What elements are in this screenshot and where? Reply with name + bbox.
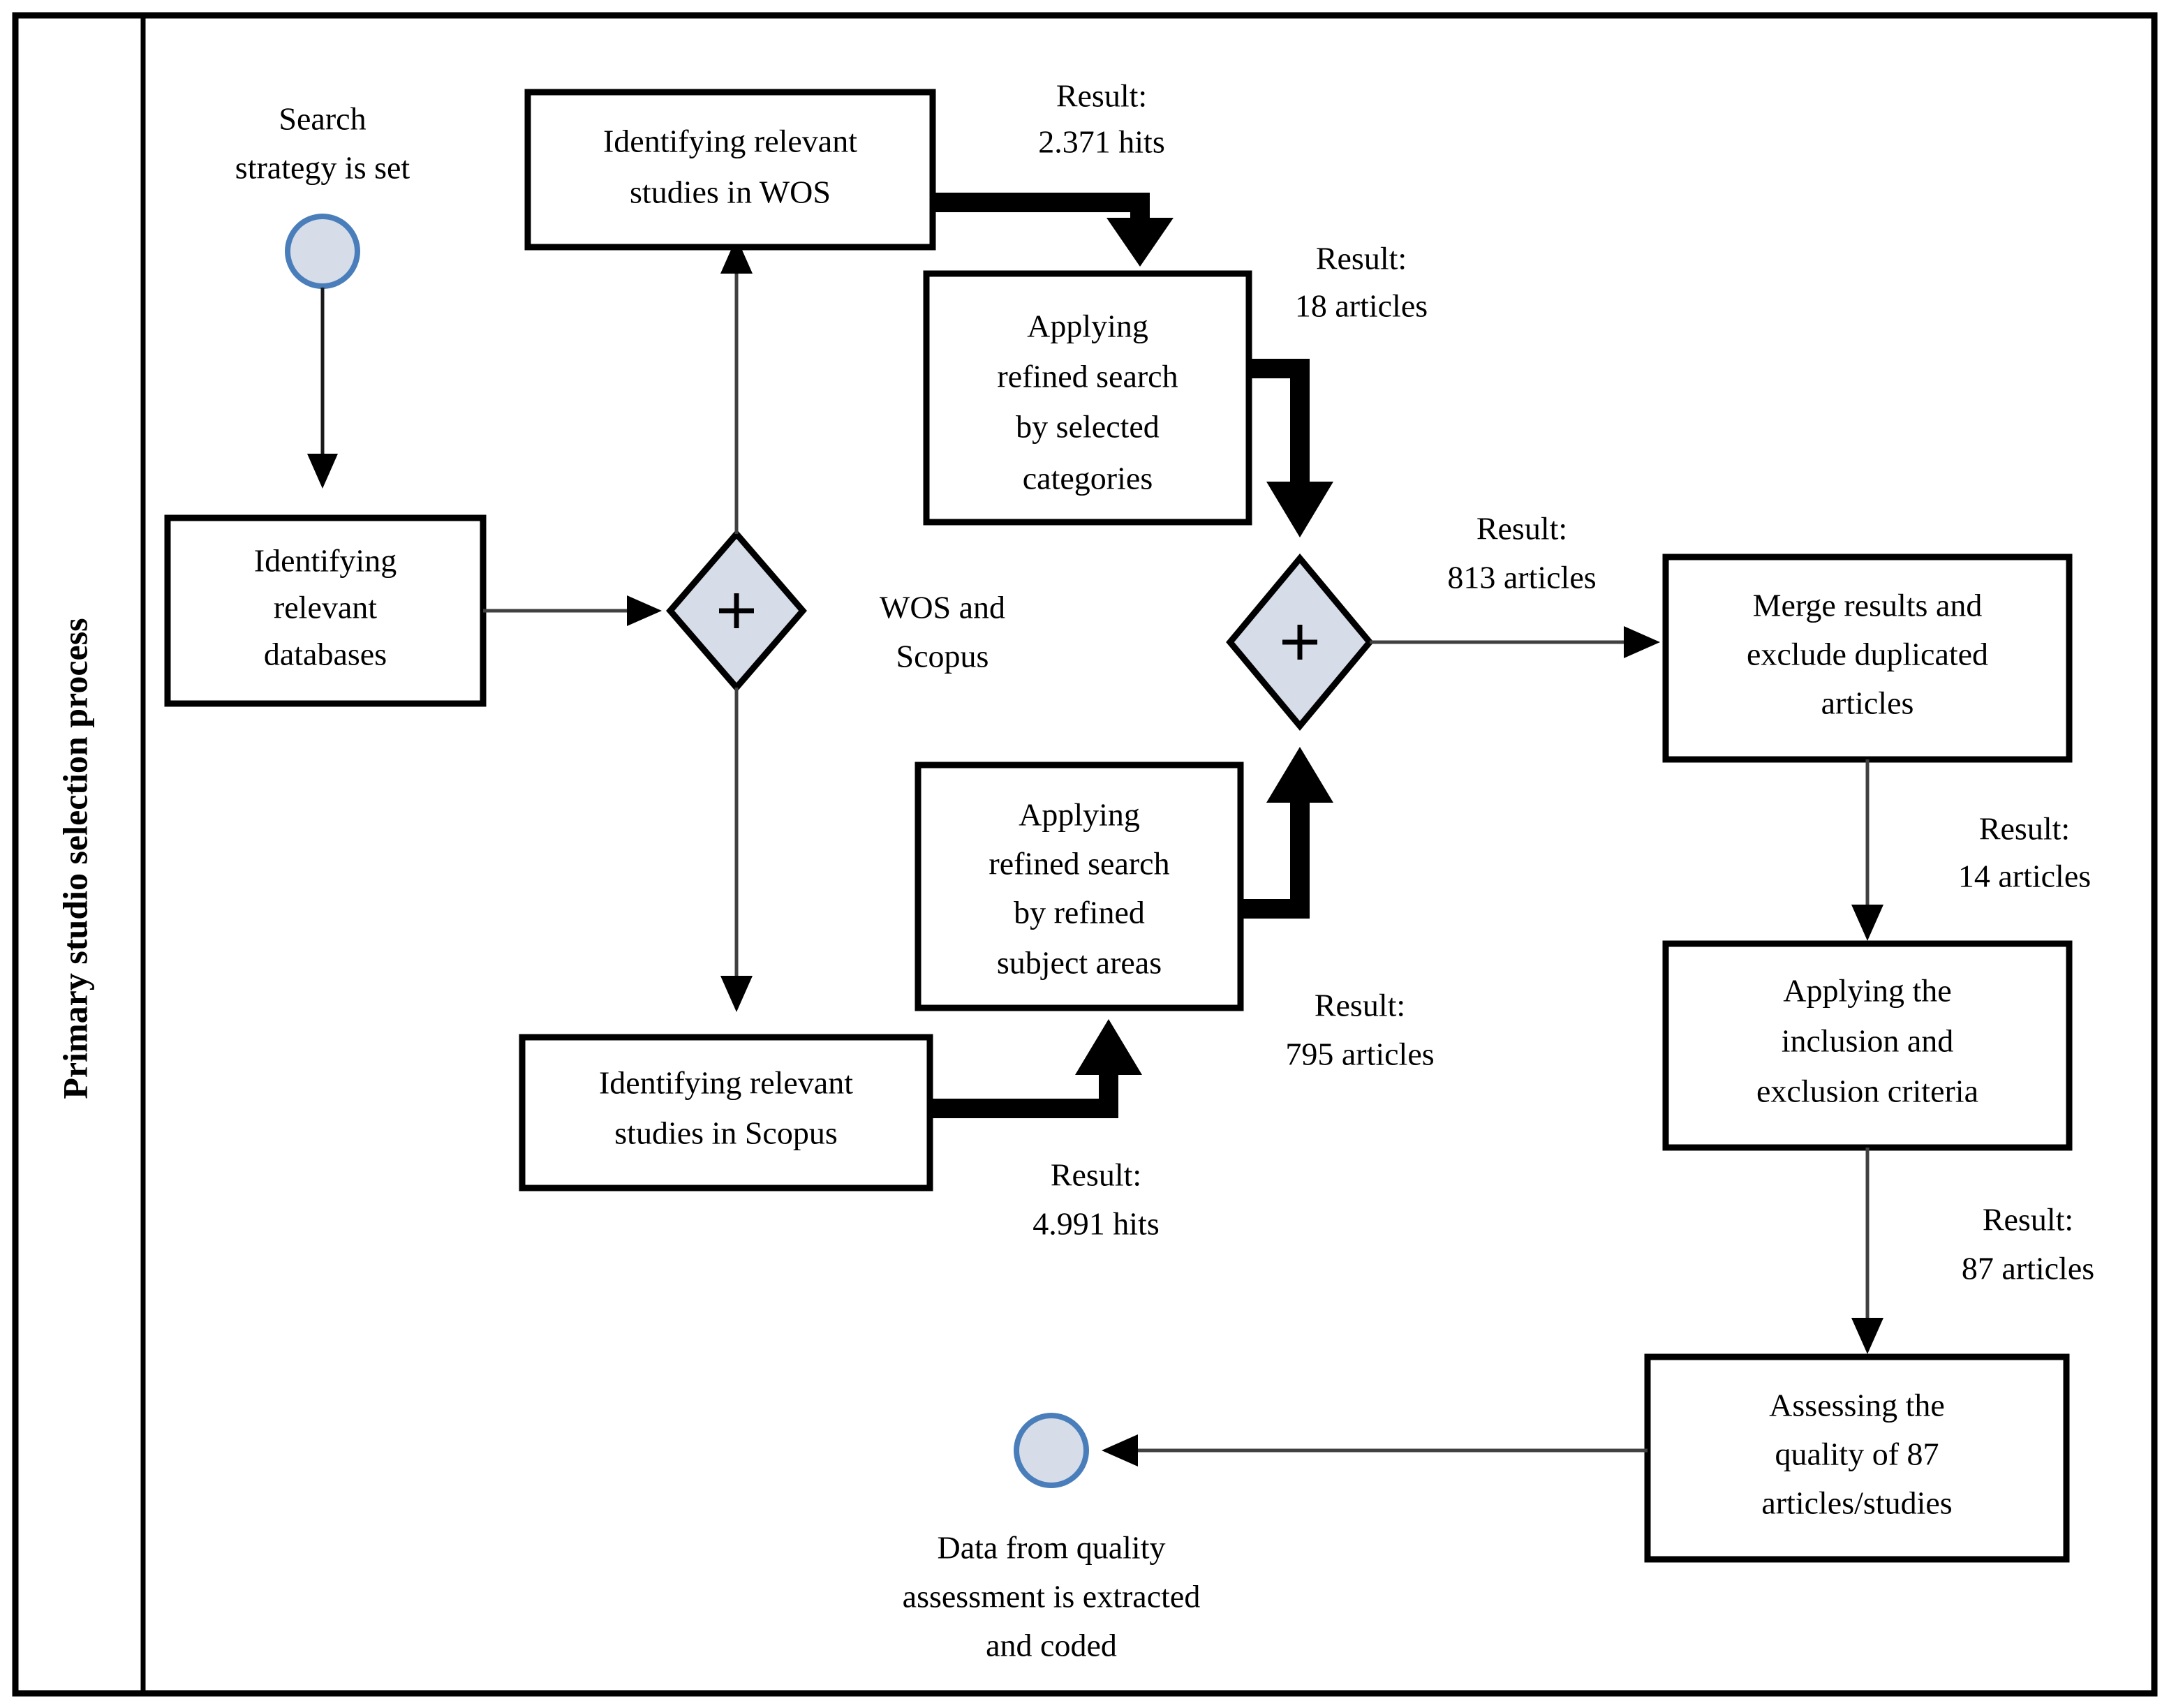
label-wos-hits-line-2: 2.371 hits [1038,124,1164,160]
arrowhead-left [1102,1434,1138,1466]
task-refine-categories: Applying refined search by selected cate… [923,270,1252,526]
arrowhead-down [307,454,338,489]
task-refine-categories-line-1: Applying [1027,309,1148,344]
label-merge-output-line-1: Result: [1979,811,2070,847]
task-refine-subject-areas: Applying refined search by refined subje… [915,762,1244,1011]
task-refine-categories-line-4: categories [1023,461,1153,496]
label-wos-refined-line-1: Result: [1316,241,1407,276]
task-assess-quality: Assessing the quality of 87 articles/stu… [1644,1353,2070,1563]
task-assess-quality-line-1: Assessing the [1769,1388,1945,1423]
task-refine-subject-areas-line-4: subject areas [997,945,1162,981]
task-assess-quality-line-2: quality of 87 [1775,1436,1939,1472]
connector-assess-to-end [1102,1434,1648,1466]
task-identify-scopus-line-2: studies in Scopus [614,1115,837,1151]
task-inclusion-exclusion: Applying the inclusion and exclusion cri… [1662,940,2073,1151]
task-identify-wos-line-1: Identifying relevant [603,124,857,159]
label-wos-hits-line-1: Result: [1056,78,1147,114]
task-refine-subject-areas-line-2: refined search [989,846,1169,882]
start-event-label-line-2: strategy is set [235,150,410,186]
arrowhead-down [1851,1318,1883,1354]
task-refine-subject-areas-line-3: by refined [1014,895,1145,930]
task-identify-databases-line-1: Identifying [254,543,397,579]
task-merge-results: Merge results and exclude duplicated art… [1662,554,2073,763]
connector-merge-to-criteria: Result: 14 articles [1851,759,2091,941]
connector-start-to-databases [307,288,338,489]
connector-join-to-merge: Result: 813 articles [1370,511,1660,658]
arrowhead-up-thick [1075,1019,1142,1075]
arrowhead-up-thick [1266,747,1333,803]
label-criteria-output-line-1: Result: [1983,1202,2073,1238]
gateway-join [1226,553,1374,732]
start-event: Search strategy is set [235,101,410,289]
label-scopus-refined-line-1: Result: [1315,988,1405,1023]
task-inclusion-exclusion-line-1: Applying the [1783,973,1951,1009]
end-event: Data from quality assessment is extracte… [903,1413,1201,1663]
connector-gateway-to-scopus [720,688,753,1012]
end-event-label-line-3: and coded [986,1628,1117,1663]
arrowhead-down-thick [1106,218,1174,267]
connector-gateway-to-wos [720,237,753,534]
flow-refine-categories-to-join: Result: 18 articles [1249,241,1428,537]
task-identify-scopus-line-1: Identifying relevant [599,1065,853,1101]
label-merge-output-line-2: 14 articles [1958,859,2091,894]
task-refine-categories-line-2: refined search [997,359,1178,394]
task-identify-scopus: Identifying relevant studies in Scopus [519,1034,933,1191]
gateway-split-annotation-line-2: Scopus [896,639,989,674]
label-join-output-line-2: 813 articles [1447,560,1596,595]
label-join-output-line-1: Result: [1476,511,1567,547]
start-event-label-line-1: Search [279,101,366,137]
end-event-label-line-1: Data from quality [937,1530,1165,1566]
task-assess-quality-line-3: articles/studies [1761,1485,1952,1521]
arrowhead-down-thick [1266,482,1333,537]
arrowhead-right [1624,626,1660,658]
label-scopus-refined-line-2: 795 articles [1285,1037,1434,1072]
task-identify-databases: Identifying relevant databases [164,514,487,707]
label-criteria-output-line-2: 87 articles [1962,1251,2094,1286]
task-merge-results-line-3: articles [1821,685,1914,721]
task-identify-wos-line-2: studies in WOS [630,174,831,210]
connector-criteria-to-assess: Result: 87 articles [1851,1148,2094,1354]
task-refine-categories-line-3: by selected [1016,409,1160,445]
diagram-frame [12,12,2158,1697]
flow-wos-to-refine-categories: Result: 2.371 hits [933,78,1174,267]
task-identify-databases-line-2: relevant [274,590,377,625]
end-event-circle [1014,1413,1089,1488]
lane-title: Primary studio selection process [55,618,94,1099]
label-scopus-hits-line-1: Result: [1051,1157,1141,1193]
arrowhead-down [1851,905,1883,941]
gateway-split: WOS and Scopus [666,529,1005,692]
flow-scopus-to-refine-subject: Result: 4.991 hits [930,1019,1160,1242]
arrowhead-right [627,595,662,626]
arrowhead-up [720,237,753,274]
lane-title-text: Primary studio selection process [55,618,94,1099]
task-inclusion-exclusion-line-3: exclusion criteria [1756,1074,1978,1109]
task-refine-subject-areas-line-1: Applying [1019,797,1140,833]
label-scopus-hits-line-2: 4.991 hits [1032,1206,1159,1242]
task-identify-wos: Identifying relevant studies in WOS [524,89,936,251]
task-identify-databases-line-3: databases [264,637,387,672]
task-inclusion-exclusion-line-2: inclusion and [1782,1023,1954,1059]
arrowhead-down [720,976,753,1012]
label-wos-refined-line-2: 18 articles [1295,288,1428,324]
task-merge-results-line-2: exclude duplicated [1747,637,1988,672]
start-event-circle [285,214,360,289]
task-merge-results-line-1: Merge results and [1753,588,1983,623]
flow-refine-subject-to-join: Result: 795 articles [1241,747,1435,1072]
end-event-label-line-2: assessment is extracted [903,1579,1201,1614]
gateway-split-annotation-line-1: WOS and [880,590,1005,625]
connector-databases-to-gateway [483,595,662,626]
